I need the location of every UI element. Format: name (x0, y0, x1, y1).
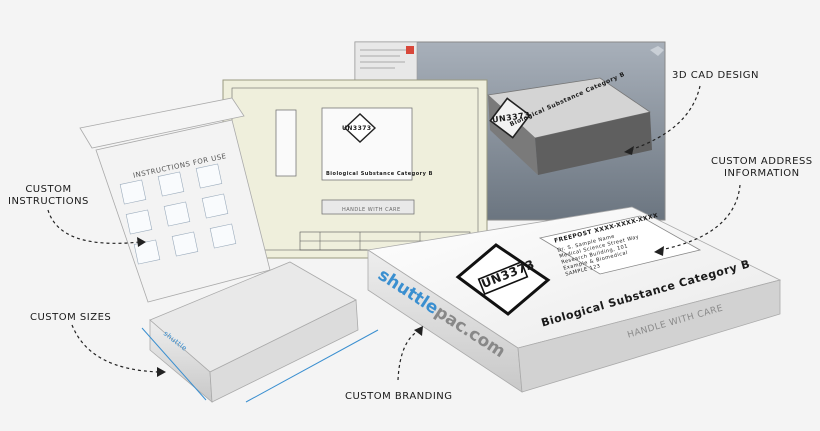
callout-arrows (47, 85, 741, 381)
label-custom-instructions-line2: INSTRUCTIONS (8, 196, 89, 207)
label-custom-address: CUSTOM ADDRESS INFORMATION (711, 156, 813, 180)
dimension-line-width (245, 329, 379, 403)
open-mailer-box (79, 97, 379, 403)
dimension-line-depth (141, 327, 207, 401)
drawing-side-view (275, 109, 297, 177)
view-cube-icon[interactable] (650, 46, 664, 56)
drawing-handle-text: HANDLE WITH CARE (342, 207, 401, 213)
drawing-front-view (321, 199, 415, 215)
label-custom-branding: CUSTOM BRANDING (345, 391, 453, 402)
box-front-side (517, 279, 781, 393)
label-3d-cad-design: 3D CAD DESIGN (672, 70, 759, 81)
closed-box (366, 206, 782, 393)
arrow-heads (137, 146, 664, 377)
box-front-right (209, 299, 359, 403)
label-custom-instructions: CUSTOM INSTRUCTIONS (8, 184, 89, 208)
label-custom-address-line2: INFORMATION (724, 168, 800, 179)
cad-un-diamond (489, 97, 531, 139)
technical-drawing (222, 79, 488, 259)
cad-tool-icon[interactable] (406, 46, 414, 54)
label-custom-address-line1: CUSTOM ADDRESS (711, 156, 813, 167)
label-custom-sizes: CUSTOM SIZES (30, 312, 112, 323)
lid-tuck-flap (79, 97, 245, 149)
un3373-diamond (455, 243, 551, 316)
cad-box-side (535, 112, 652, 175)
drawing-substance-text: Biological Substance Category B (326, 171, 433, 177)
address-label (538, 215, 702, 275)
label-custom-instructions-line1: CUSTOM (25, 184, 72, 195)
drawing-un-code: UN3373 (342, 125, 372, 132)
